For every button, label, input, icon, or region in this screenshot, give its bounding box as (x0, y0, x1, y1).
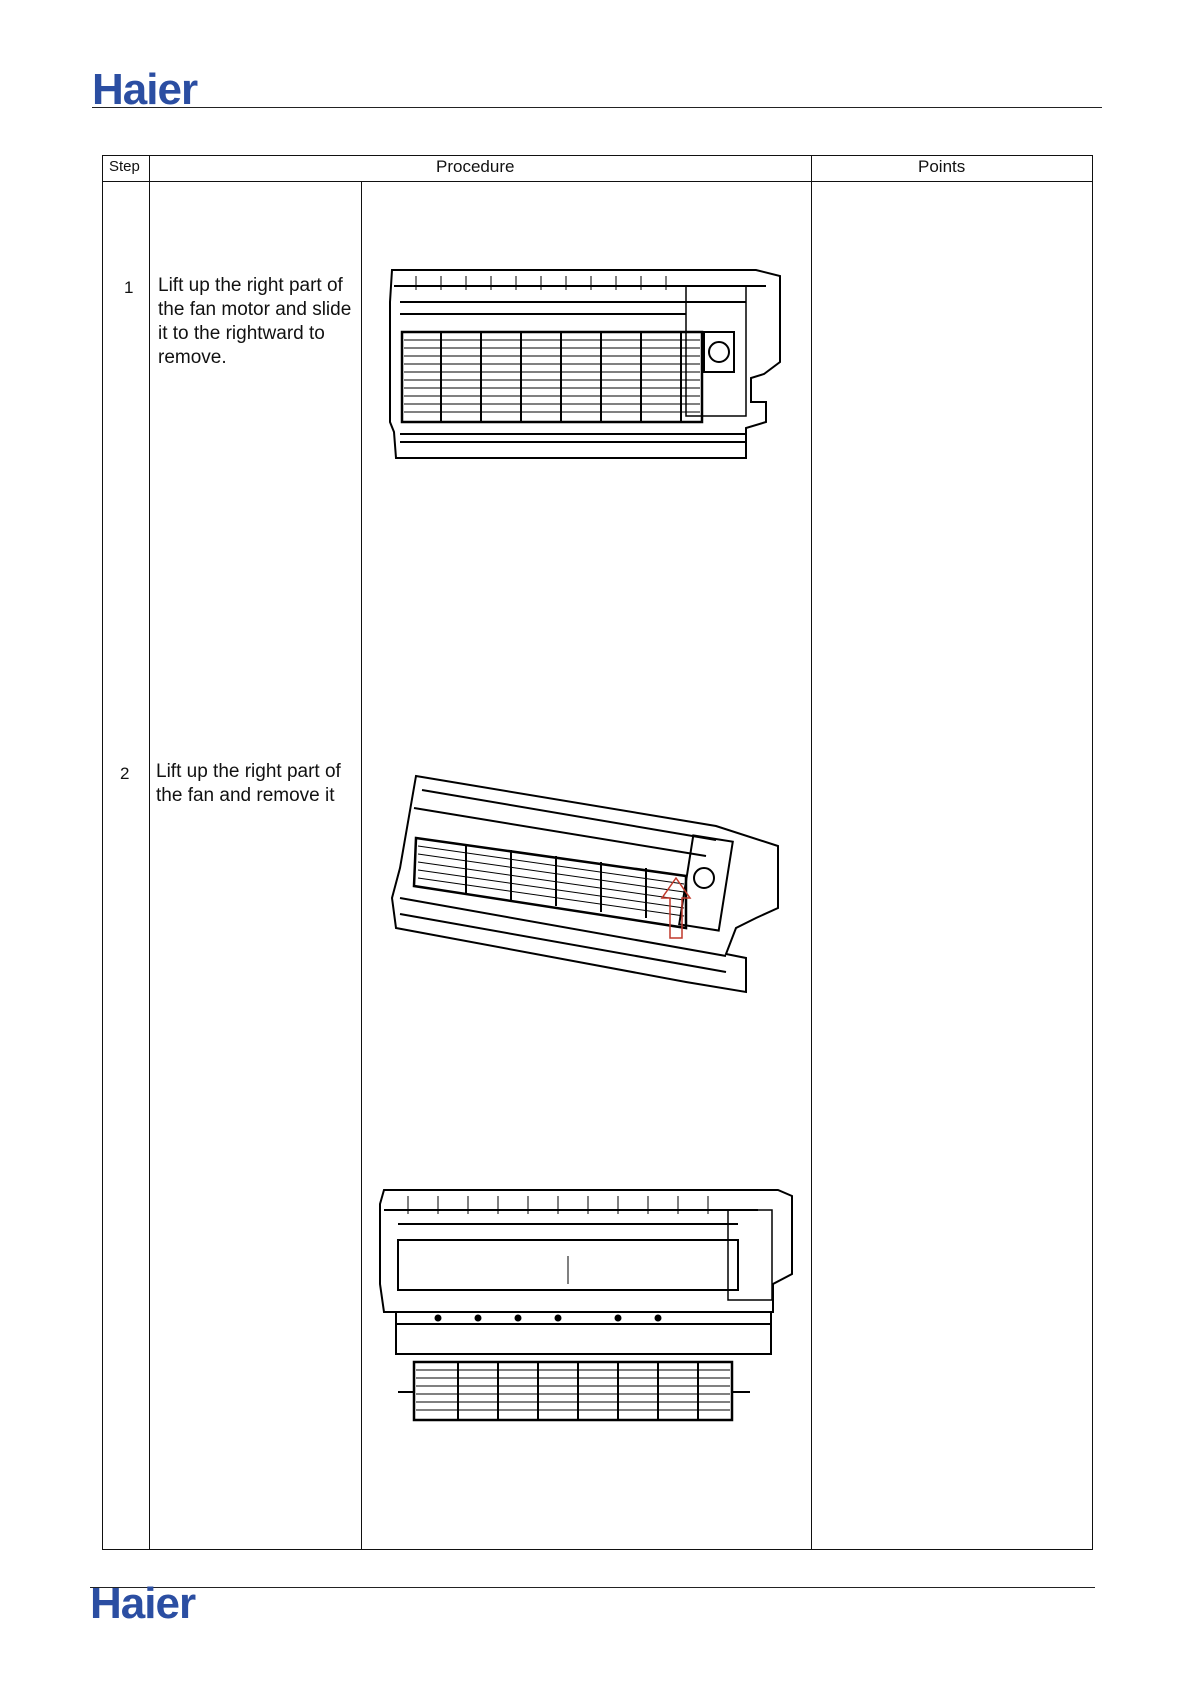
table-top-border (102, 155, 1092, 156)
figure-1-unit-drawing (386, 262, 786, 467)
header-points: Points (918, 157, 965, 177)
header-step: Step (109, 158, 140, 175)
table-bottom-border (102, 1549, 1092, 1550)
table-left-border (102, 155, 103, 1550)
procedure-inner-divider (361, 181, 362, 1550)
header-rule (92, 107, 1102, 108)
indoor-unit-and-removed-fan-icon (378, 1184, 798, 1444)
haier-logo-bottom: Haier (90, 1582, 195, 1626)
table-header-divider (102, 181, 1092, 182)
step-column-divider (149, 155, 150, 1550)
indoor-unit-tilted-fan-lift-icon (386, 768, 786, 998)
indoor-unit-with-fan-motor-icon (386, 262, 786, 467)
figure-2-unit-drawing (386, 768, 786, 998)
haier-logo-top: Haier (92, 68, 197, 112)
step-2-instruction: Lift up the right part of the fan and re… (156, 760, 361, 808)
header-procedure: Procedure (436, 157, 514, 177)
points-column-divider (811, 155, 812, 1550)
step-1-number: 1 (124, 278, 133, 298)
step-1-instruction: Lift up the right part of the fan motor … (158, 274, 363, 370)
footer-rule (90, 1587, 1095, 1588)
table-right-border (1092, 155, 1093, 1550)
figure-3-unit-drawing (378, 1184, 798, 1444)
step-2-number: 2 (120, 764, 129, 784)
